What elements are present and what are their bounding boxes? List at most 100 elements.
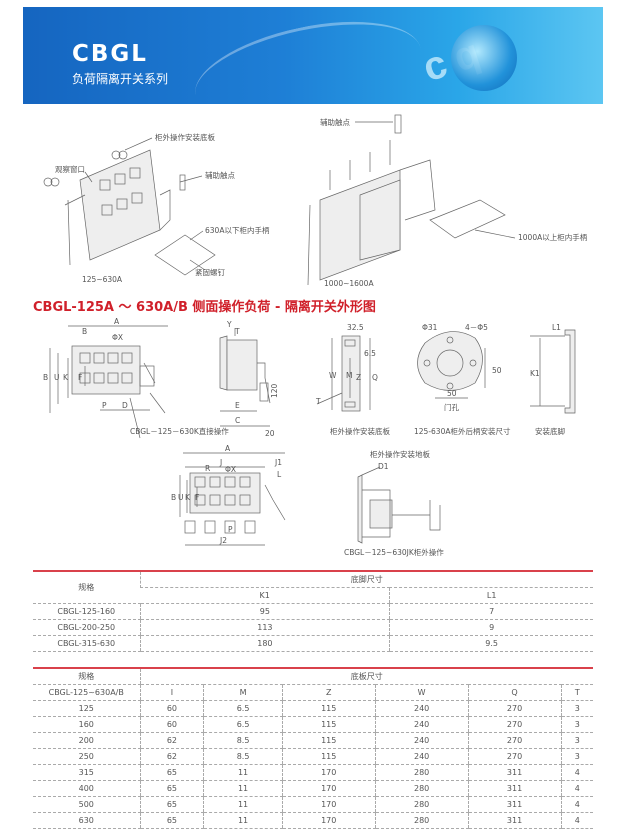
label-aux-contact: 辅助触点	[205, 170, 235, 180]
cell-spec: 125	[33, 700, 140, 717]
dim-d: D	[122, 401, 128, 410]
dim-c: C	[235, 416, 240, 425]
cell-m: 11	[203, 780, 283, 797]
cell-spec: 160	[33, 716, 140, 733]
dim-a: A	[114, 317, 120, 326]
cell-spec: CBGL-200-250	[33, 619, 140, 636]
dim-phi31: Φ31	[422, 323, 438, 332]
dim-l1: L1	[552, 323, 561, 332]
table2-col-t: T	[560, 684, 593, 701]
front-view-drawing: A B U K F B ΦX P D	[43, 317, 168, 439]
table2-header-spec: 规格	[33, 667, 140, 685]
dim-f2: F	[195, 493, 199, 502]
dim-u: U	[54, 373, 60, 382]
mounting-foot-drawing: L1 K1	[530, 323, 576, 414]
header-banner: cq CBGL 负荷隔离开关系列	[23, 7, 603, 104]
cell-z: 115	[281, 700, 376, 717]
table1-col-k1: K1	[140, 587, 390, 604]
exploded-drawing-1000-1600: 辅助触点 1000A以上柜内手柄 1000~1600A	[307, 114, 588, 288]
dim-b-small: B	[82, 327, 87, 336]
dim-r: R	[205, 464, 210, 473]
cell-w: 240	[374, 748, 469, 765]
dim-e: E	[235, 401, 240, 410]
cell-t: 4	[560, 764, 593, 781]
cell-i: 65	[139, 764, 204, 781]
table2-model: CBGL-125~630A/B	[33, 684, 140, 701]
dim-4-phi5: 4－Φ5	[465, 323, 488, 332]
dim-m: M	[346, 371, 352, 380]
cell-t: 3	[560, 716, 593, 733]
cell-m: 6.5	[203, 700, 283, 717]
cell-w: 240	[374, 732, 469, 749]
cell-m: 11	[203, 812, 283, 829]
cell-q: 270	[467, 716, 562, 733]
table2-header-group: 底板尺寸	[139, 667, 593, 685]
section-title: CBGL-125A ～ 630A/B 侧面操作负荷 - 隔离开关外形图	[33, 300, 376, 315]
dim-z: Z	[356, 373, 361, 382]
cell-w: 240	[374, 716, 469, 733]
caption-door-handle: 125-630A柜外后柄安装尺寸	[414, 426, 511, 436]
cell-m: 8.5	[203, 748, 283, 765]
cell-w: 240	[374, 700, 469, 717]
caption-external-operation: CBGL－125~630JK柜外操作	[344, 547, 444, 557]
dim-b: B	[43, 373, 48, 382]
cell-i: 65	[139, 780, 204, 797]
dim-k1: K1	[530, 369, 540, 378]
cell-w: 280	[374, 780, 469, 797]
mounting-plate-drawing: 32.5 6.5 W M Z Q T	[315, 323, 378, 412]
door-hole-drawing: Φ31 4－Φ5 50 50 门孔	[417, 323, 502, 412]
dim-phi-x: ΦX	[112, 333, 123, 342]
cell-spec: 250	[33, 748, 140, 765]
dim-20: 20	[265, 429, 275, 438]
cell-z: 170	[281, 796, 376, 813]
dim-120: 120	[270, 383, 279, 398]
dim-32-5: 32.5	[347, 323, 364, 332]
dim-l: L	[277, 470, 282, 479]
cell-k1: 95	[139, 603, 390, 620]
caption-mounting-foot: 安装底脚	[535, 426, 565, 436]
cell-z: 115	[281, 716, 376, 733]
label-inner-handle: 630A以下柜内手柄	[205, 225, 270, 235]
brand-title: CBGL	[72, 41, 148, 67]
table2-col-w: W	[374, 684, 469, 701]
cell-k1: 113	[139, 619, 390, 636]
cell-m: 11	[203, 796, 283, 813]
cell-q: 270	[467, 732, 562, 749]
cell-q: 270	[467, 748, 562, 765]
dim-y: Y	[226, 320, 232, 329]
cell-spec: CBGL-125-160	[33, 603, 140, 620]
cell-m: 6.5	[203, 716, 283, 733]
cell-w: 280	[374, 764, 469, 781]
cell-t: 3	[560, 700, 593, 717]
dim-k: K	[63, 373, 69, 382]
cell-spec: 200	[33, 732, 140, 749]
label-external-mounting-plate: 柜外操作安装地板	[370, 449, 430, 459]
caption-mounting-plate: 柜外操作安装底板	[330, 426, 390, 436]
cell-t: 4	[560, 812, 593, 829]
table2-col-z: Z	[281, 684, 376, 701]
cell-spec: CBGL-315-630	[33, 635, 140, 652]
table2-col-q: Q	[467, 684, 562, 701]
exploded-drawing-125-630: 柜外操作安装底板 观察窗口 辅助触点 630A以下柜内手柄 紧固螺钉 125~6…	[43, 132, 270, 284]
label-fastening-screw: 紧固螺钉	[195, 267, 225, 277]
cell-spec: 315	[33, 764, 140, 781]
cell-l1: 7	[389, 603, 593, 620]
dim-j: J	[219, 458, 222, 467]
dim-u2: U	[178, 493, 184, 502]
table1-col-l1: L1	[389, 587, 593, 604]
cell-i: 60	[139, 700, 204, 717]
dim-phi-x2: ΦX	[225, 465, 236, 474]
label-aux-contact-large: 辅助触点	[320, 117, 350, 127]
cell-w: 280	[374, 796, 469, 813]
cell-spec: 500	[33, 796, 140, 813]
cell-z: 170	[281, 780, 376, 797]
caption-1000-1600a: 1000~1600A	[324, 279, 374, 288]
